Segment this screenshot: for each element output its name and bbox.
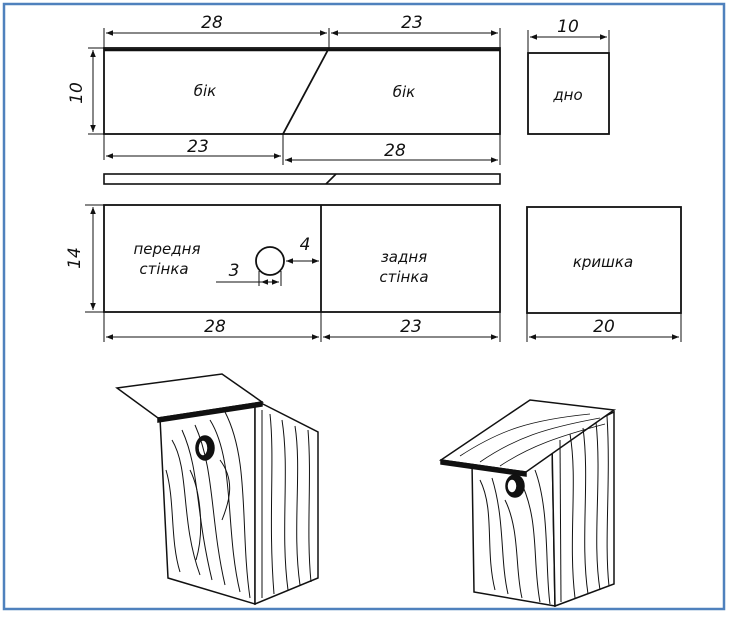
- dim-side-bottom-left: 23: [187, 137, 209, 157]
- birdhouse-side-view: [438, 399, 617, 608]
- label-front-line1: передня: [134, 240, 201, 258]
- strip-view: [103, 173, 501, 185]
- lid-panel: [526, 206, 682, 314]
- label-back-line2: стінка: [379, 268, 428, 286]
- hole-dimension-lines: [216, 258, 319, 286]
- label-bottom: дно: [552, 86, 582, 104]
- dim-hole-offset-top: 4: [300, 235, 311, 255]
- outer-frame: [2, 2, 726, 611]
- side-panels: [103, 47, 501, 135]
- walls: [103, 204, 501, 313]
- dim-wall-height: 14: [65, 247, 85, 269]
- dim-front-width: 28: [204, 317, 226, 337]
- label-lid: кришка: [573, 253, 633, 271]
- dim-back-width: 23: [400, 317, 422, 337]
- bottom-dimension-lines: [527, 30, 610, 53]
- label-back-line1: задня: [381, 248, 427, 266]
- dim-side-top-left: 28: [201, 13, 223, 33]
- dim-hole-offset-side: 3: [229, 261, 240, 281]
- dim-bottom-width: 10: [557, 17, 579, 37]
- dim-lid-width: 20: [593, 317, 615, 337]
- dim-side-height: 10: [67, 82, 87, 104]
- side-dimension-lines: [88, 28, 501, 165]
- birdhouse-front-view: [115, 373, 319, 606]
- label-side-right: бік: [393, 83, 415, 101]
- label-front-line2: стінка: [139, 260, 188, 278]
- entrance-hole: [255, 246, 285, 276]
- bottom-panel: [527, 52, 610, 135]
- lid-dimension-lines: [526, 313, 682, 342]
- label-side-left: бік: [194, 82, 216, 100]
- wall-dimension-lines: [85, 204, 501, 342]
- dim-side-bottom-right: 28: [384, 141, 406, 161]
- dim-side-top-right: 23: [401, 13, 423, 33]
